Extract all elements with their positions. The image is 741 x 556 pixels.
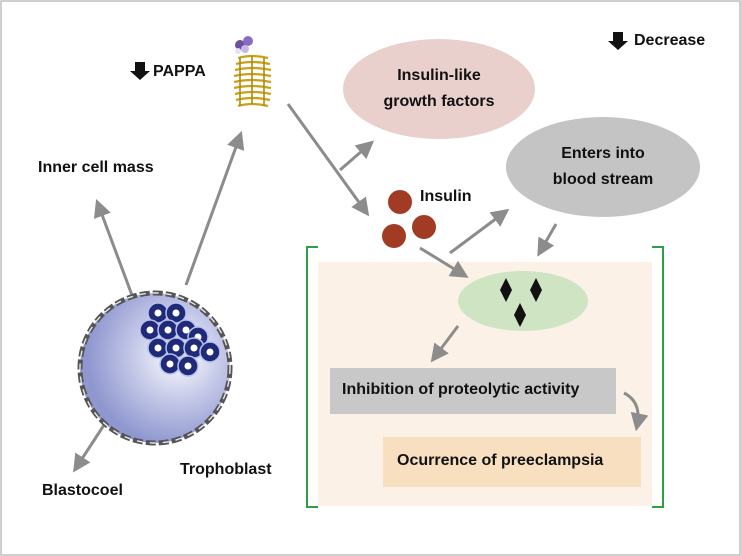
right-bracket [652, 246, 664, 508]
inner-cell-mass-cluster [139, 302, 221, 377]
preeclampsia-box [383, 437, 641, 487]
icm-nucleus [166, 360, 174, 368]
target-ellipse [458, 271, 588, 331]
icm-nucleus [154, 309, 162, 317]
to-blood-stream-arrow [449, 208, 510, 255]
icm-nucleus [172, 309, 180, 317]
diamond-icon [530, 278, 542, 302]
insulin-molecule [412, 215, 436, 239]
icm-nucleus [190, 344, 198, 352]
igf-label: Insulin-like growth factors [383, 67, 495, 110]
icm-nucleus [146, 326, 154, 334]
decrease-legend-icon [608, 32, 628, 50]
inner-cell-mass-label: Inner cell mass [38, 159, 154, 176]
insulin-molecule [388, 190, 412, 214]
to-igf-arrow [339, 140, 375, 172]
left-bracket [306, 246, 318, 508]
insulin-to-target-arrow [419, 246, 469, 278]
inhibition-label: Inhibition of proteolytic activity [342, 381, 580, 398]
blastocyst-cell [77, 290, 233, 446]
insulin-label: Insulin [420, 188, 472, 205]
pappa-decrease-icon [130, 62, 150, 80]
trophoblast-to-pappa-arrow [184, 130, 245, 286]
icm-nucleus [172, 344, 180, 352]
icm-nucleus [164, 326, 172, 334]
icm-nucleus [184, 362, 192, 370]
decrease-legend-label: Decrease [634, 32, 706, 49]
preeclampsia-label: Ocurrence of preeclampsia [397, 452, 604, 469]
trophoblast-label: Trophoblast [180, 461, 272, 478]
blood-to-target-arrow [537, 223, 558, 257]
pappa-to-insulin-arrow [286, 103, 370, 217]
diamond-icon [500, 278, 512, 302]
icm-nucleus [206, 348, 214, 356]
insulin-molecule [382, 224, 406, 248]
icm-nucleus [182, 326, 190, 334]
igf-ellipse [343, 39, 535, 139]
diamond-icons [500, 278, 542, 327]
target-to-inhibition-arrow [430, 325, 460, 363]
icm-nucleus [154, 344, 162, 352]
pappa-label: PAPPA [153, 63, 206, 80]
blastocoel-label: Blastocoel [42, 482, 123, 499]
pappa-protein-icon [233, 36, 272, 108]
inhibition-box [330, 368, 616, 414]
blood-stream-ellipse [506, 117, 700, 217]
blood-stream-label: Enters into blood stream [552, 145, 654, 188]
diamond-icon [514, 303, 526, 327]
inhibition-to-preeclampsia-arrow [623, 391, 649, 432]
